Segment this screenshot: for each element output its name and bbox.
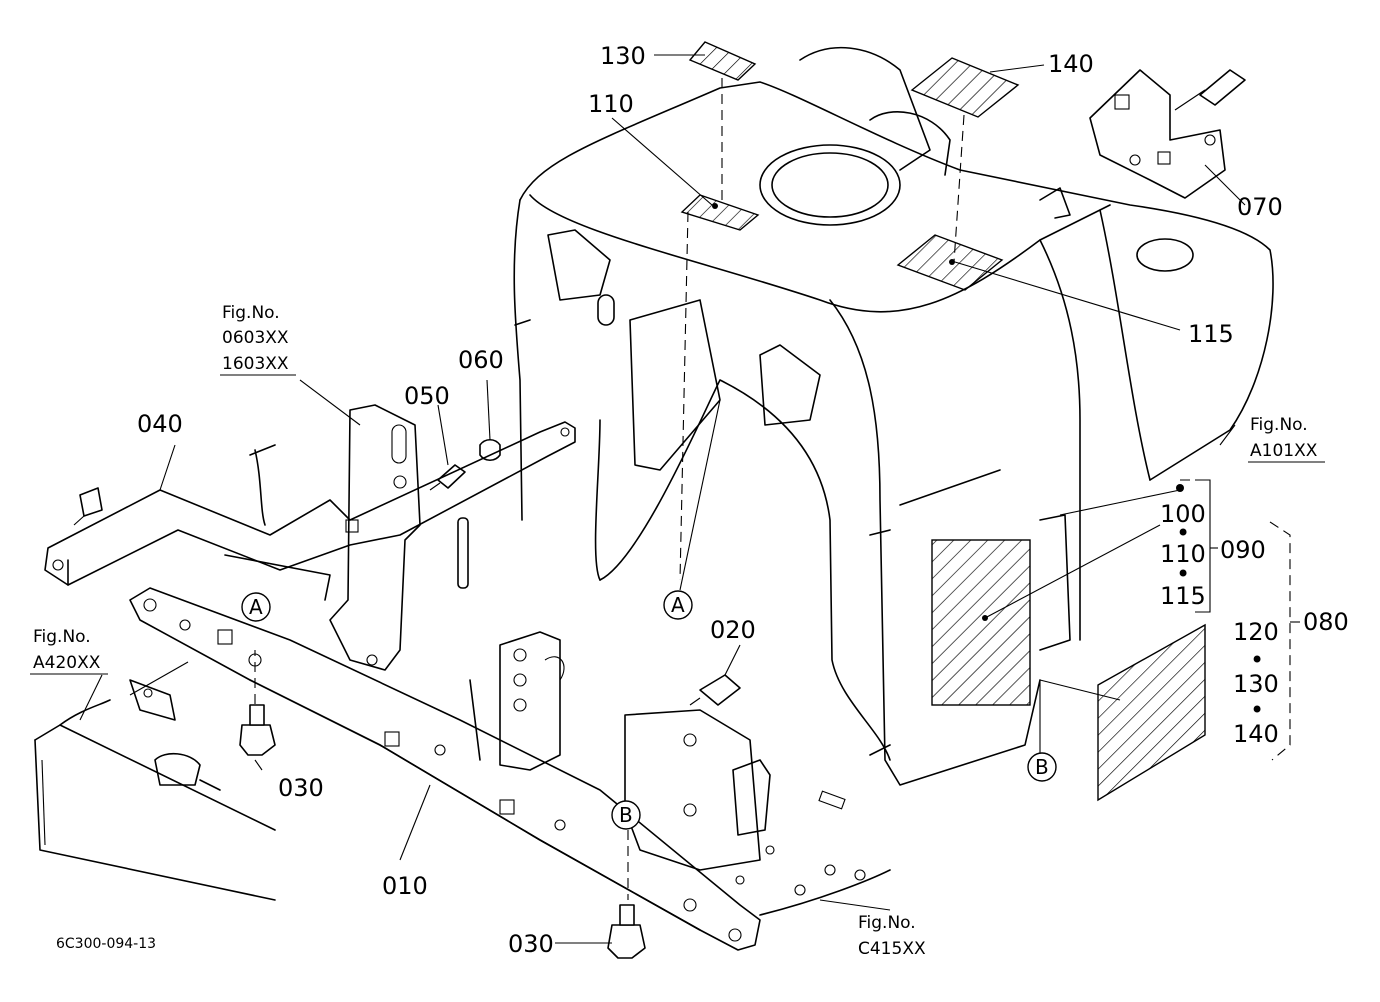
fig-0603-line1: 0603XX: [222, 328, 289, 348]
label-080: 080: [1303, 608, 1349, 636]
bullet-110-top: [712, 203, 718, 209]
bolt-020: [699, 674, 741, 706]
bullet-100: [1176, 484, 1184, 492]
leader-lines: [79, 54, 1246, 944]
fig-ref-a420: Fig.No. A420XX: [30, 627, 108, 675]
decal-panel-side: [931, 539, 1031, 706]
label-110-top: 110: [588, 90, 634, 118]
fig-a101-line1: A101XX: [1250, 441, 1318, 461]
label-130-top: 130: [600, 42, 646, 70]
svg-text:B: B: [1035, 755, 1049, 779]
side-bracket: [224, 404, 469, 671]
decal-130-top: [688, 41, 757, 81]
bullet-115-top: [949, 259, 955, 265]
label-010: 010: [382, 872, 428, 900]
fig-ref-a101: Fig.No. A101XX: [1248, 415, 1325, 463]
label-020: 020: [710, 616, 756, 644]
label-140-group: 140: [1233, 720, 1279, 748]
fuel-tank-assembly: [513, 46, 1274, 786]
label-130-group: 130: [1233, 670, 1279, 698]
bolt-030-left: [239, 724, 276, 756]
fig-a420-title: Fig.No.: [33, 627, 91, 647]
fig-c415-title: Fig.No.: [858, 913, 916, 933]
bracket-070: [1089, 69, 1246, 199]
fig-0603-title: Fig.No.: [222, 303, 280, 323]
callout-b-frame: B: [1027, 752, 1057, 782]
bullet-sep-2: •: [1176, 560, 1190, 588]
label-030-left: 030: [278, 774, 324, 802]
front-frame-010: [129, 587, 761, 951]
guide-lines: [254, 78, 1210, 900]
callout-a-frame: A: [241, 592, 271, 622]
group-brackets: [1195, 479, 1300, 761]
fasteners-lower: [239, 674, 741, 959]
label-140-top: 140: [1048, 50, 1094, 78]
decal-panel-loose: [1097, 623, 1206, 802]
label-070: 070: [1237, 193, 1283, 221]
part-number-labels: 130 110 140 070 115 040 050 060 100 • 11…: [137, 42, 1349, 958]
label-115-group: 115: [1160, 582, 1206, 610]
callout-a-bracket: A: [663, 590, 693, 620]
svg-text:A: A: [249, 595, 263, 619]
fig-a101-title: Fig.No.: [1250, 415, 1308, 435]
label-110-group: 110: [1160, 540, 1206, 568]
radiator-partial: [34, 679, 276, 901]
stay-040: [44, 421, 576, 586]
callout-b-bracket: B: [611, 800, 641, 830]
bullet-sep-4: •: [1250, 696, 1264, 724]
label-060: 060: [458, 346, 504, 374]
bullet-sep-1: •: [1176, 519, 1190, 547]
fig-0603-line2: 1603XX: [222, 354, 289, 374]
label-050: 050: [404, 382, 450, 410]
fig-a420-line1: A420XX: [33, 653, 101, 673]
label-120: 120: [1233, 618, 1279, 646]
fasteners-upper: [429, 438, 501, 491]
front-support-bracket: [469, 631, 891, 916]
decal-140-top: [910, 57, 1020, 118]
decal-110-top: [680, 194, 760, 231]
fig-ref-0603: Fig.No. 0603XX 1603XX: [222, 303, 289, 374]
label-040: 040: [137, 410, 183, 438]
label-100: 100: [1160, 500, 1206, 528]
svg-text:B: B: [619, 803, 633, 827]
bolt-030-bottom: [607, 924, 646, 959]
bullet-sep-3: •: [1250, 646, 1264, 674]
label-030-bottom: 030: [508, 930, 554, 958]
fig-ref-c415: Fig.No. C415XX: [858, 913, 926, 959]
fig-c415-line1: C415XX: [858, 939, 926, 959]
bullet-115-center: [982, 615, 988, 621]
label-115-right: 115: [1188, 320, 1234, 348]
label-090: 090: [1220, 536, 1266, 564]
drawing-code: 6C300-094-13: [56, 936, 156, 952]
svg-text:A: A: [671, 593, 685, 617]
